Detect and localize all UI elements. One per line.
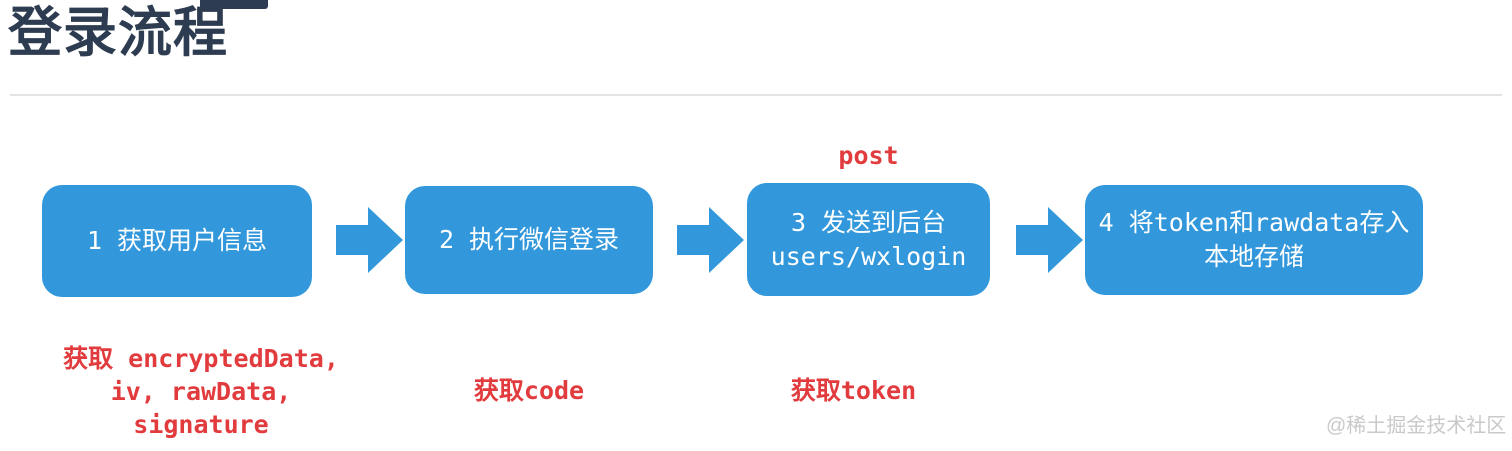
flow-step-1-label: 1 获取用户信息 xyxy=(86,226,268,255)
annotation-line: signature xyxy=(133,410,269,439)
right-block-arrow-icon xyxy=(677,207,744,273)
flow-step-4-label-line2: 本地存储 xyxy=(1203,242,1304,271)
right-block-arrow-icon xyxy=(1016,207,1083,273)
annotation-line: 获取 encryptedData, xyxy=(63,344,339,373)
page-title: 登录流程 xyxy=(8,3,228,63)
flow-step-2-box: 2 执行微信登录 xyxy=(405,186,653,294)
section-divider xyxy=(10,94,1502,96)
step-1-result-annotation: 获取 encryptedData, iv, rawData, signature xyxy=(40,342,362,441)
post-method-annotation: post xyxy=(838,141,899,170)
juejin-watermark: @稀土掘金技术社区 xyxy=(1326,415,1507,437)
step-2-result-annotation: 获取code xyxy=(473,376,585,405)
annotation-line: iv, rawData, xyxy=(110,377,292,406)
flow-step-3-box: 3 发送到后台 users/wxlogin xyxy=(747,183,990,296)
flow-step-4-label-line1: 4 将token和rawdata存入 xyxy=(1098,208,1410,237)
right-block-arrow-icon xyxy=(336,207,403,273)
flow-step-2-label: 2 执行微信登录 xyxy=(438,225,620,254)
step-3-result-annotation: 获取token xyxy=(790,376,917,405)
flow-step-3-label-line2: users/wxlogin xyxy=(770,241,967,271)
flow-step-1-box: 1 获取用户信息 xyxy=(42,185,312,297)
flow-step-4-box: 4 将token和rawdata存入 本地存储 xyxy=(1085,185,1423,295)
flow-step-3-label-line1: 3 发送到后台 xyxy=(790,207,947,237)
cropped-content-artifact xyxy=(200,0,268,9)
